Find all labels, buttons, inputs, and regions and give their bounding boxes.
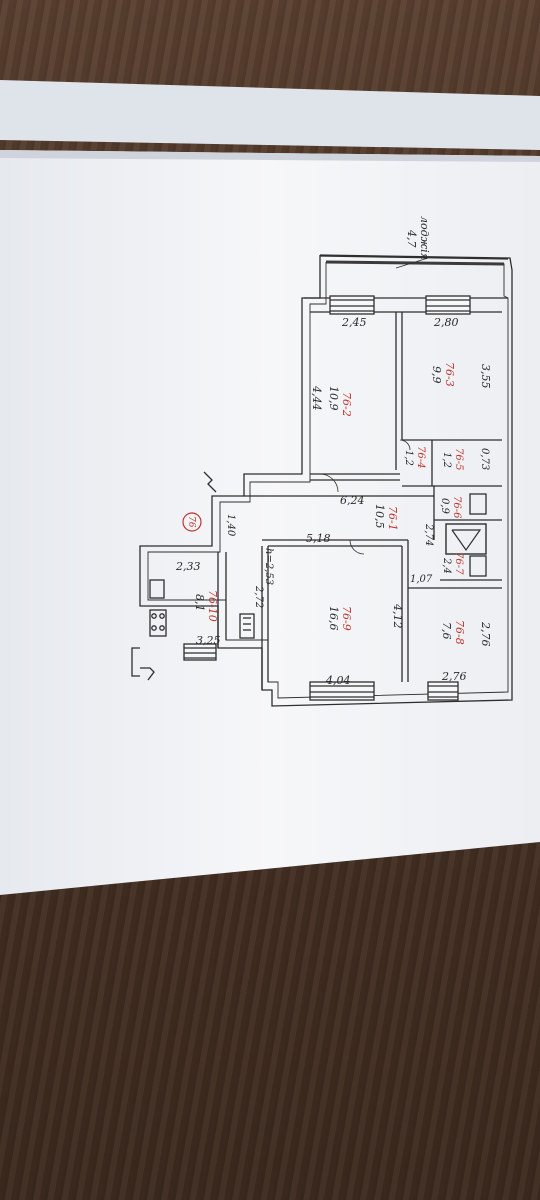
room-area-76-7: 2,4: [441, 557, 452, 574]
room-area-76-8: 7,6: [440, 622, 453, 640]
loggia-label: лоджія: [418, 216, 431, 260]
room-area-76-4: 1,2: [403, 450, 414, 466]
apartment-mark-circle: [182, 512, 202, 532]
room-id-76-9: 76-9: [340, 606, 353, 631]
paper-sheet: [0, 150, 540, 895]
dim-1-07: 1,07: [410, 574, 433, 585]
apartment-mark: 76: [186, 516, 196, 528]
room-id-76-3: 76-3: [443, 362, 456, 387]
room-id-76-8: 76-8: [453, 620, 466, 645]
dim-5-18: 5,18: [306, 532, 331, 545]
dim-h-2-53: h=2,53: [263, 548, 274, 585]
room-area-76-1: 10,5: [373, 504, 386, 529]
dim-2-45: 2,45: [341, 316, 367, 329]
room-id-76-5: 76-5: [453, 448, 464, 470]
dim-2-33: 2,33: [175, 560, 201, 573]
dim-3-25: 3,25: [196, 634, 221, 647]
dim-4-04: 4,04: [325, 674, 351, 687]
dim-6-24: 6,24: [340, 494, 365, 507]
room-id-76-6: 76-6: [451, 496, 462, 519]
back-paper-sheet: [0, 80, 540, 150]
dim-2-76-bottom: 2,76: [441, 670, 467, 683]
dim-1-40: 1,40: [225, 514, 236, 537]
dim-3-55: 3,55: [479, 364, 492, 389]
dim-0-73: 0,73: [479, 448, 490, 470]
dim-2-72: 2,72: [253, 585, 264, 608]
room-id-76-10: 76-10: [206, 590, 219, 622]
room-area-76-9: 16,6: [327, 606, 340, 631]
dim-2-76-side: 2,76: [479, 621, 492, 647]
dim-4-12: 4,12: [391, 603, 404, 629]
room-area-76-2: 10,9: [327, 386, 340, 411]
room-area-76-5: 1,2: [441, 452, 452, 468]
room-id-76-7: 76-7: [453, 552, 464, 575]
room-area-76-6: 0,9: [439, 498, 450, 515]
room-id-76-4: 76-4: [415, 446, 426, 468]
room-area-76-10: 8,1: [193, 594, 206, 612]
plan-walls: [131, 254, 513, 707]
dim-2-80: 2,80: [433, 316, 459, 329]
dim-2-74: 2,74: [423, 523, 434, 546]
loggia-area: 4,7: [405, 229, 418, 248]
plan-labels: 76-2 10,9 76-3 9,9 76-4 1,2 76-5 1,2 76-…: [175, 216, 492, 687]
dim-4-44: 4,44: [310, 385, 323, 411]
room-area-76-3: 9,9: [430, 366, 443, 384]
room-id-76-2: 76-2: [340, 392, 353, 417]
room-id-76-1: 76-1: [386, 506, 399, 531]
